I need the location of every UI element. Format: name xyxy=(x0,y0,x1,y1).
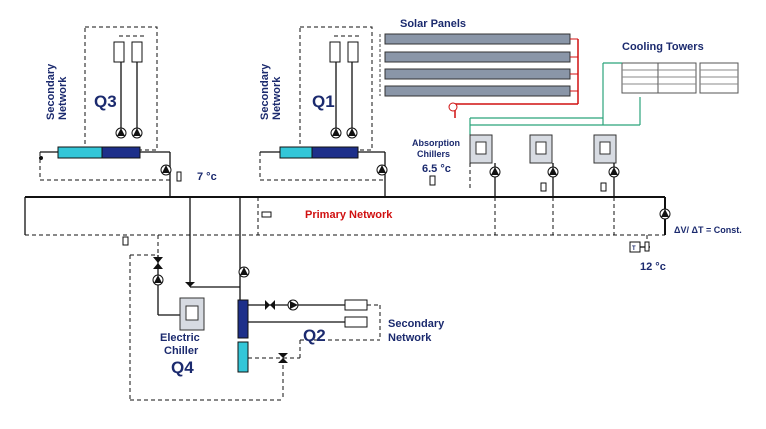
temp-12-label: 12 °c xyxy=(640,261,666,273)
q1-label: Q1 xyxy=(312,92,335,111)
absorption-chiller-1 xyxy=(469,134,501,197)
return-sensor-left xyxy=(122,236,129,246)
cooling-towers-label: Cooling Towers xyxy=(622,41,704,53)
q3-label: Q3 xyxy=(94,92,117,111)
q3-secondary-loop xyxy=(39,26,182,197)
primary-network-label: Primary Network xyxy=(305,209,393,221)
solar-panel-array xyxy=(379,33,579,118)
secondary-network-left-label: SecondaryNetwork xyxy=(45,63,69,120)
q4-loop xyxy=(129,235,284,401)
absorption-chiller-2 xyxy=(529,134,559,197)
cooling-tower-piping xyxy=(469,62,641,135)
solar-panels-label: Solar Panels xyxy=(400,18,466,30)
sensor-t-label: T xyxy=(632,246,636,252)
q2-label: Q2 xyxy=(303,326,326,345)
q1-secondary-loop xyxy=(189,26,388,235)
primary-pump xyxy=(659,208,671,220)
temp-7-label: 7 °c xyxy=(197,171,217,183)
q4-label: Q4 xyxy=(171,358,194,377)
secondary-network-mid-label: SecondaryNetwork xyxy=(259,63,283,120)
primary-sensor xyxy=(261,211,272,218)
flow-formula: ΔV/ ΔT = Const. xyxy=(674,225,742,235)
temperature-sensor xyxy=(629,235,650,253)
cooling-tower-2 xyxy=(657,62,697,94)
temp-65-label: 6.5 °c xyxy=(422,163,451,175)
cooling-tower-3 xyxy=(699,62,739,94)
cooling-tower-1 xyxy=(621,62,661,94)
q2-secondary-loop xyxy=(237,235,381,373)
absorption-return-lines xyxy=(429,175,615,235)
absorption-chiller-3 xyxy=(593,134,620,197)
